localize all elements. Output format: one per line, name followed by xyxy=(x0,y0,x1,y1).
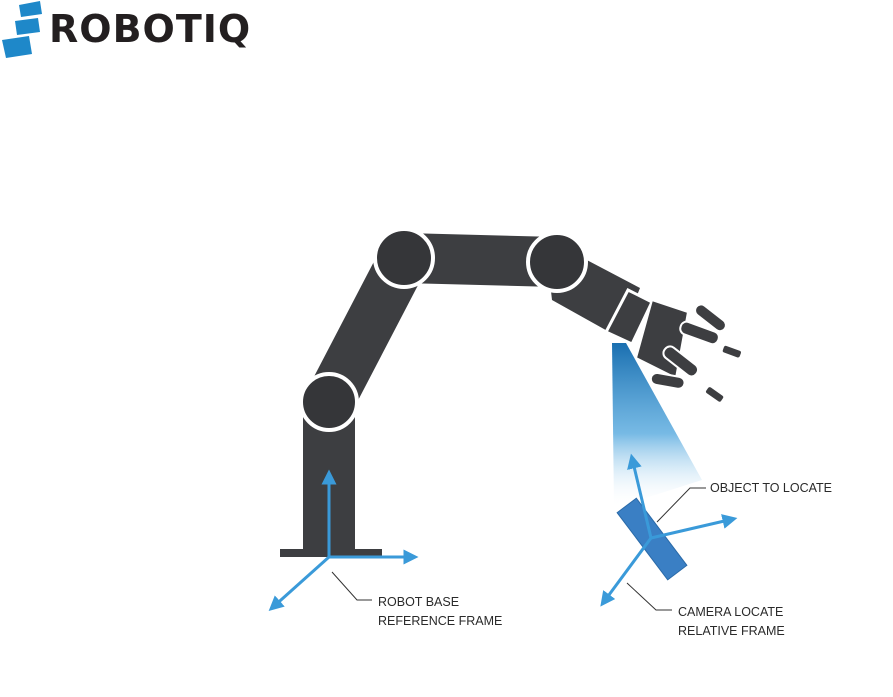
base-label-line2: REFERENCE FRAME xyxy=(378,614,502,628)
base-frame-axes xyxy=(268,469,419,612)
camera-z-axis xyxy=(627,453,653,539)
camera-x-axis xyxy=(650,514,738,540)
camera-label-line2: RELATIVE FRAME xyxy=(678,624,785,638)
robot-joints xyxy=(299,227,588,432)
camera-y-axis xyxy=(600,537,653,607)
camera-frame-axes xyxy=(600,453,738,607)
robotiq-logo: ROBOTIQ xyxy=(2,1,251,58)
gripper-fingers xyxy=(649,303,743,404)
base-y-axis xyxy=(268,555,331,612)
robot-wrist xyxy=(603,288,654,346)
base-leader xyxy=(331,571,372,601)
robot-arm xyxy=(280,227,743,557)
joint-wrist xyxy=(526,231,588,293)
object-leader xyxy=(656,487,706,523)
joint-shoulder xyxy=(299,372,359,432)
camera-leader xyxy=(626,582,672,611)
robot-base-plate xyxy=(280,549,382,557)
joint-elbow xyxy=(373,227,435,289)
object-label: OBJECT TO LOCATE xyxy=(710,481,832,495)
camera-label-line1: CAMERA LOCATE xyxy=(678,605,783,619)
logo-mark-icon xyxy=(2,1,42,58)
leader-lines xyxy=(331,487,706,611)
logo-wordmark: ROBOTIQ xyxy=(49,7,251,51)
base-label-line1: ROBOT BASE xyxy=(378,595,459,609)
